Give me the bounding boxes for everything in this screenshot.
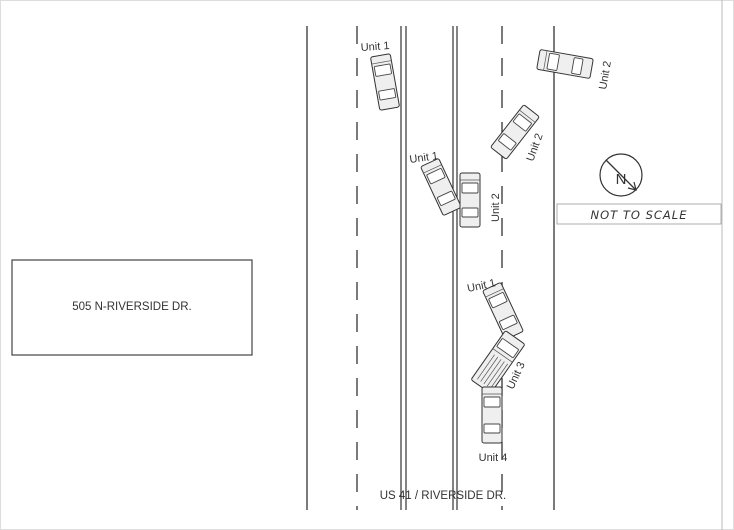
vehicle-unit2-c xyxy=(459,172,481,228)
vehicle-unit1-c xyxy=(482,282,524,340)
north-label: N xyxy=(616,171,627,188)
legend: N NOT TO SCALE xyxy=(556,153,722,225)
building: 505 N-RIVERSIDE DR. xyxy=(11,259,253,356)
unit2-a-label: Unit 2 xyxy=(597,60,614,90)
unit1-c-label: Unit 1 xyxy=(466,277,497,295)
building-outline xyxy=(11,259,253,356)
unit4-label: Unit 4 xyxy=(479,452,508,464)
north-arrowhead-icon xyxy=(627,181,637,191)
scale-note-box xyxy=(556,203,722,225)
vehicle-unit2-a xyxy=(536,49,594,79)
road xyxy=(306,26,555,510)
unit2-b-label: Unit 2 xyxy=(525,132,546,163)
unit2-c-label: Unit 2 xyxy=(490,193,502,222)
vehicle-unit1-a xyxy=(370,53,400,111)
scale-note: NOT TO SCALE xyxy=(591,208,688,222)
road-name-label: US 41 / RIVERSIDE DR. xyxy=(380,490,507,502)
vehicle-unit2-b xyxy=(490,104,540,160)
unit1-b-label: Unit 1 xyxy=(409,150,439,166)
vehicles: Unit 1 Unit 2 Unit 2 Unit 1 xyxy=(360,40,614,464)
vehicle-unit4 xyxy=(481,386,503,444)
vehicle-unit1-b xyxy=(420,158,462,216)
vehicle-unit3 xyxy=(471,330,525,394)
north-arrow-icon xyxy=(605,159,637,191)
building-label: 505 N-RIVERSIDE DR. xyxy=(72,301,192,313)
north-arrow-circle xyxy=(599,153,643,197)
unit1-a-label: Unit 1 xyxy=(360,40,390,54)
